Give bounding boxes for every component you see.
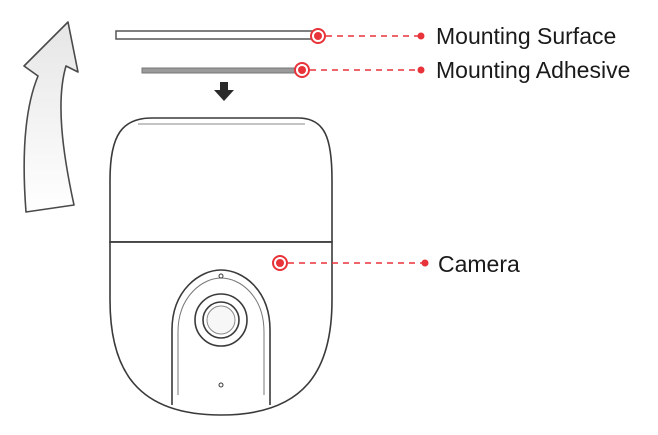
callout-mounting-adhesive: Mounting Adhesive (294, 57, 630, 83)
mounting-adhesive-strip (141, 67, 303, 74)
label-mounting-surface: Mounting Surface (436, 23, 616, 49)
label-mounting-adhesive: Mounting Adhesive (436, 57, 630, 83)
callout-camera: Camera (272, 251, 520, 277)
camera-body (109, 117, 333, 416)
callout-mounting-surface: Mounting Surface (310, 23, 616, 49)
mounting-surface-plate (115, 30, 317, 40)
down-arrow-icon (214, 82, 234, 101)
curved-up-arrow-icon (23, 21, 79, 213)
label-camera: Camera (438, 251, 520, 277)
